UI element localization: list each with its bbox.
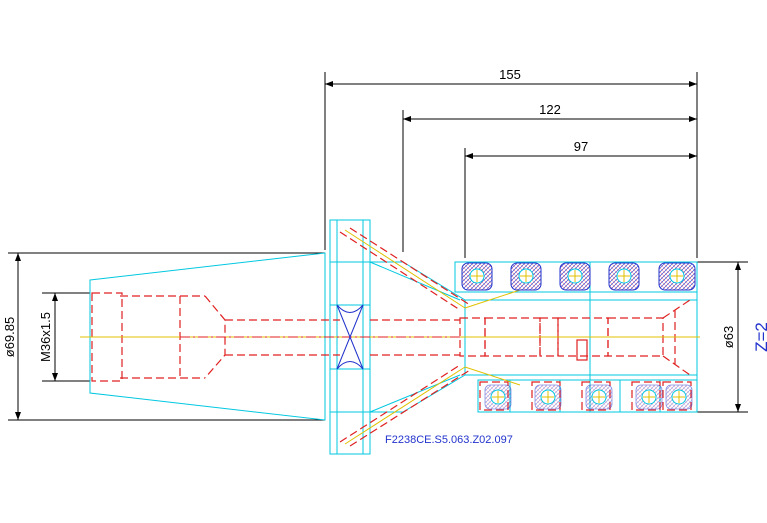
dim-cutter-diameter: ø63 <box>721 326 736 348</box>
insert-bottom-1 <box>484 384 512 410</box>
insert-top-2 <box>510 262 542 291</box>
dim-flange-diameter: ø69.85 <box>2 317 17 357</box>
teeth-count: Z=2 <box>752 322 767 352</box>
drive-key-mark <box>336 304 364 370</box>
insert-bottom-3 <box>585 384 613 410</box>
insert-top-4 <box>608 262 640 291</box>
insert-row-top <box>461 262 696 291</box>
insert-top-1 <box>461 262 493 291</box>
dim-thread: M36x1.5 <box>38 312 53 362</box>
insert-bottom-2 <box>534 384 562 410</box>
insert-row-bottom <box>484 384 693 410</box>
insert-top-3 <box>559 262 591 291</box>
dimension-lines <box>8 72 748 421</box>
dim-body-length: 122 <box>539 102 561 117</box>
dim-overall-length: 155 <box>499 67 521 82</box>
insert-bottom-4 <box>635 384 663 410</box>
coolant-channels <box>344 229 521 445</box>
insert-top-5 <box>658 262 696 291</box>
insert-bottom-5 <box>665 384 693 410</box>
dim-cutting-length: 97 <box>574 139 588 154</box>
part-code: F2238CE.S5.063.Z02.097 <box>385 434 513 446</box>
hidden-lines <box>91 227 692 447</box>
